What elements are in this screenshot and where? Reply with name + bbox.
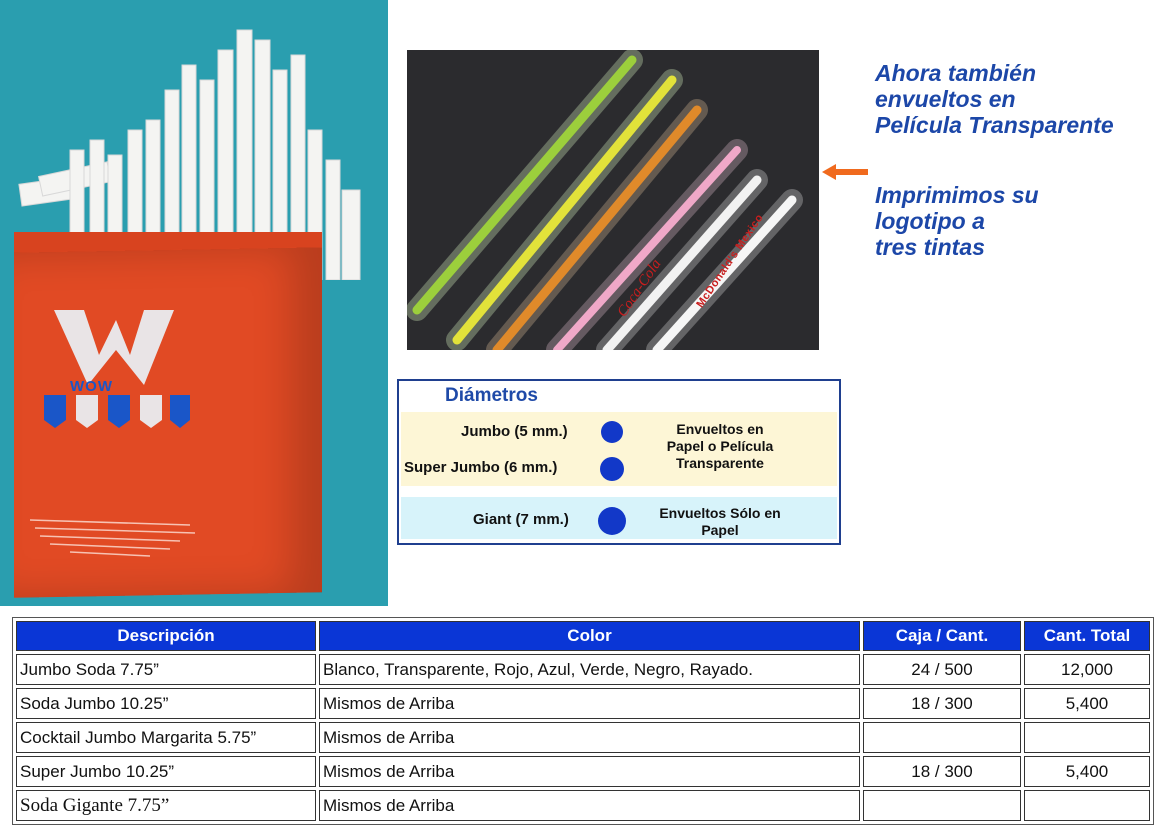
diameter-dot-giant bbox=[598, 507, 626, 535]
cell-description: Super Jumbo 10.25” bbox=[16, 756, 316, 787]
promo-line: Ahora también bbox=[875, 60, 1037, 86]
diameters-box: Diámetros Jumbo (5 mm.) Super Jumbo (6 m… bbox=[397, 379, 841, 545]
cell-box-qty: 24 / 500 bbox=[863, 654, 1021, 685]
diameter-label-jumbo: Jumbo (5 mm.) bbox=[461, 423, 568, 440]
cell-color: Mismos de Arriba bbox=[319, 756, 860, 787]
note-line: Transparente bbox=[676, 455, 764, 471]
product-photo: WOW bbox=[0, 0, 388, 606]
promo-logo-text: Imprimimos su logotipo a tres tintas bbox=[875, 182, 1039, 260]
table-row: Jumbo Soda 7.75” Blanco, Transparente, R… bbox=[16, 654, 1150, 685]
cell-total-qty: 12,000 bbox=[1024, 654, 1150, 685]
cell-box-qty bbox=[863, 722, 1021, 753]
table-header-row: Descripción Color Caja / Cant. Cant. Tot… bbox=[16, 621, 1150, 651]
cell-box-qty: 18 / 300 bbox=[863, 756, 1021, 787]
note-line: Envueltos en bbox=[676, 421, 764, 437]
cell-total-qty: 5,400 bbox=[1024, 688, 1150, 719]
table-row: Soda Gigante 7.75” Mismos de Arriba bbox=[16, 790, 1150, 821]
diameters-note-paper: Envueltos Sólo en Papel bbox=[645, 505, 795, 539]
note-line: Papel o Película bbox=[666, 438, 774, 454]
note-line: Papel bbox=[701, 522, 739, 538]
product-table: Descripción Color Caja / Cant. Cant. Tot… bbox=[12, 617, 1154, 825]
wow-logo bbox=[44, 310, 190, 428]
cell-description: Soda Jumbo 10.25” bbox=[16, 688, 316, 719]
cell-color: Mismos de Arriba bbox=[319, 688, 860, 719]
cell-color: Mismos de Arriba bbox=[319, 722, 860, 753]
diameter-label-super-jumbo: Super Jumbo (6 mm.) bbox=[404, 459, 558, 476]
diameters-title: Diámetros bbox=[445, 385, 538, 406]
promo-line: Película Transparente bbox=[875, 112, 1114, 138]
promo-line: tres tintas bbox=[875, 234, 985, 260]
straws-illustration bbox=[18, 29, 361, 280]
header-description: Descripción bbox=[16, 621, 316, 651]
header-color: Color bbox=[319, 621, 860, 651]
cell-box-qty bbox=[863, 790, 1021, 821]
wrapped-straws-photo: Coca-Cola McDonald's Mexico bbox=[407, 50, 819, 350]
cell-description: Jumbo Soda 7.75” bbox=[16, 654, 316, 685]
cell-total-qty: 5,400 bbox=[1024, 756, 1150, 787]
promo-line: logotipo a bbox=[875, 208, 985, 234]
arrow-left-icon bbox=[822, 164, 868, 180]
table-row: Soda Jumbo 10.25” Mismos de Arriba 18 / … bbox=[16, 688, 1150, 719]
promo-line: Imprimimos su bbox=[875, 182, 1039, 208]
promo-film-text: Ahora también envueltos en Película Tran… bbox=[875, 60, 1114, 138]
wow-logo-text: WOW bbox=[70, 378, 113, 395]
table-row: Cocktail Jumbo Margarita 5.75” Mismos de… bbox=[16, 722, 1150, 753]
cell-total-qty bbox=[1024, 722, 1150, 753]
header-box-qty: Caja / Cant. bbox=[863, 621, 1021, 651]
wrapped-straws-illustration bbox=[407, 50, 803, 350]
cell-box-qty: 18 / 300 bbox=[863, 688, 1021, 719]
cell-description: Cocktail Jumbo Margarita 5.75” bbox=[16, 722, 316, 753]
note-line: Envueltos Sólo en bbox=[659, 505, 781, 521]
cell-color: Blanco, Transparente, Rojo, Azul, Verde,… bbox=[319, 654, 860, 685]
diameter-label-giant: Giant (7 mm.) bbox=[473, 511, 569, 528]
header-total-qty: Cant. Total bbox=[1024, 621, 1150, 651]
cell-description: Soda Gigante 7.75” bbox=[16, 790, 316, 821]
diameter-dot-super-jumbo bbox=[600, 457, 624, 481]
carton-fine-print bbox=[30, 519, 196, 557]
cell-color: Mismos de Arriba bbox=[319, 790, 860, 821]
diameter-dot-jumbo bbox=[601, 421, 623, 443]
table-row: Super Jumbo 10.25” Mismos de Arriba 18 /… bbox=[16, 756, 1150, 787]
promo-line: envueltos en bbox=[875, 86, 1016, 112]
diameters-note-film: Envueltos en Papel o Película Transparen… bbox=[645, 421, 795, 472]
cell-total-qty bbox=[1024, 790, 1150, 821]
